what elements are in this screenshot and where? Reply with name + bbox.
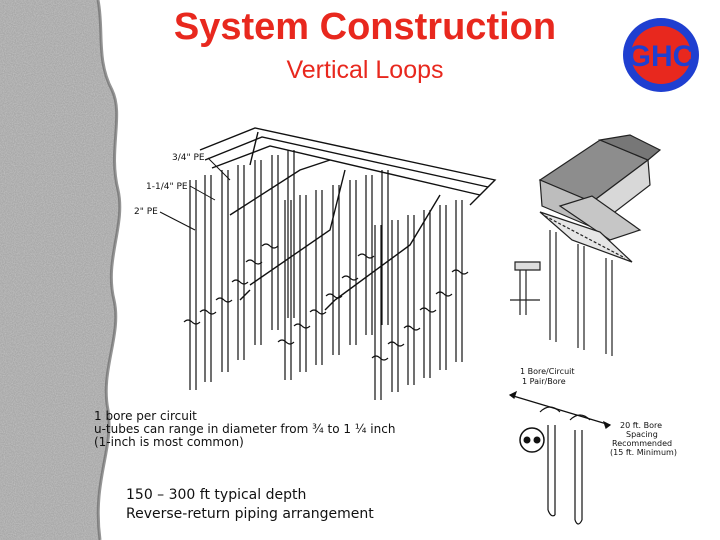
label-spacing-1: 20 ft. Bore	[620, 421, 662, 430]
label-bore-per-circuit: 1 Bore/Circuit	[520, 367, 575, 376]
logo-text: GHC	[628, 40, 695, 73]
label-pair-per-bore: 1 Pair/Bore	[522, 377, 566, 386]
label-spacing-2: Spacing	[626, 430, 658, 439]
ghc-logo: GHC	[621, 16, 701, 94]
note-block-2: 150 – 300 ft typical depth Reverse-retur…	[126, 486, 374, 524]
note-line: Reverse-return piping arrangement	[126, 505, 374, 524]
slide-subtitle: Vertical Loops	[120, 56, 610, 85]
note-block-1: 1 bore per circuit u-tubes can range in …	[94, 410, 395, 449]
label-pipe-two-inch: 2" PE	[134, 207, 158, 217]
label-pipe-one-quarter: 1-1/4" PE	[146, 182, 188, 192]
label-spacing-3: Recommended	[612, 439, 672, 448]
label-spacing-4: (15 ft. Minimum)	[610, 448, 677, 457]
label-pipe-three-quarter: 3/4" PE	[172, 153, 205, 163]
note-line: (1-inch is most common)	[94, 436, 395, 449]
note-line: 150 – 300 ft typical depth	[126, 486, 374, 505]
slide-title: System Construction	[120, 6, 610, 49]
